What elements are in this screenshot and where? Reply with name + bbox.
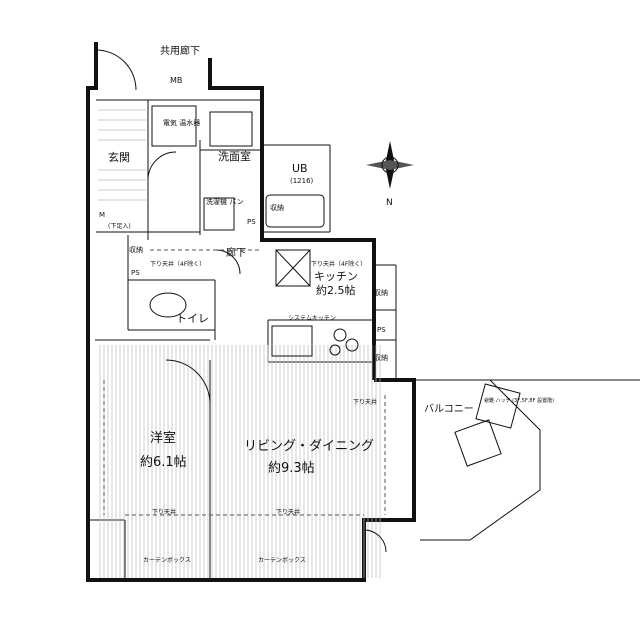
- fridge-space: [275, 249, 311, 287]
- doors: [95, 49, 387, 553]
- meter-label: M: [99, 211, 105, 219]
- toilet-label: トイレ: [176, 312, 209, 325]
- ceiling-4f-2: 下り天井（4F除く）: [311, 260, 366, 268]
- water-heater-box: [151, 105, 197, 147]
- hall-door-swing: [215, 249, 241, 275]
- storage-hall: 収納: [129, 245, 143, 254]
- ub-size-label: (1216): [290, 177, 314, 185]
- escape-hatch: [475, 383, 521, 429]
- western-size-label: 約6.1帖: [140, 455, 187, 470]
- corridor-label: 共用廊下: [160, 44, 200, 57]
- entrance-label: 玄関: [108, 150, 130, 164]
- western-room-label: 洋室: [150, 430, 176, 446]
- curtain-box-1: カーテンボックス: [143, 556, 191, 564]
- washroom-door-swing: [147, 151, 177, 181]
- kitchen-size-label: 約2.5帖: [316, 283, 356, 297]
- evac-ladder: [454, 419, 502, 467]
- fixtures: [149, 105, 359, 357]
- compass-n-label: N: [386, 198, 393, 208]
- entry-door-swing: [95, 49, 137, 91]
- curtain-box-2: カーテンボックス: [258, 556, 306, 564]
- ceiling-4f-1: 下り天井（4F除く）: [150, 260, 205, 268]
- ps-1: PS: [247, 218, 256, 226]
- washroom-label: 洗面室: [218, 149, 251, 163]
- ceiling-living: 下り天井: [276, 508, 300, 516]
- living-door-swing: [363, 529, 387, 553]
- stove-burner-3: [329, 344, 341, 356]
- kitchen-label: キッチン: [314, 270, 358, 283]
- balcony-area: [454, 383, 521, 467]
- outer-walls: [86, 42, 640, 582]
- living-size-label: 約9.3帖: [268, 461, 315, 476]
- living-label: リビング・ダイニング: [244, 439, 374, 454]
- washing-pan-label: 洗濯機 パン: [206, 197, 244, 206]
- system-kitchen-label: システムキッチン: [288, 315, 336, 322]
- interior-walls: [90, 99, 397, 580]
- ps-2: PS: [131, 269, 140, 277]
- shoe-label: (下足入): [108, 223, 131, 230]
- storage-kitchen-1: 収納: [374, 288, 388, 297]
- compass-icon: [366, 141, 414, 189]
- stove-burner-1: [333, 328, 347, 342]
- hatch-label: 避難 ハッチ (3F,5F,8F 設置階): [484, 397, 554, 404]
- mb-label: MB: [170, 76, 182, 85]
- ceiling-western: 下り天井: [152, 508, 176, 516]
- washbasin: [209, 111, 253, 147]
- western-door-swing: [165, 359, 211, 405]
- floor-hatching: [99, 345, 381, 578]
- stove-burner-2: [345, 338, 359, 352]
- bathtub: [265, 194, 325, 228]
- ub-label: UB: [292, 162, 308, 175]
- entrance-hatching: [98, 109, 146, 201]
- balcony-label: バルコニー: [424, 403, 474, 415]
- ps-3: PS: [377, 326, 386, 334]
- washing-pan-box: [203, 197, 235, 231]
- sink: [271, 325, 313, 357]
- toilet-bowl: [149, 292, 187, 318]
- ceiling-lines: [103, 249, 386, 516]
- storage-kitchen-2: 収納: [374, 353, 388, 362]
- water-heater-label: 電気 温水器: [163, 118, 200, 127]
- hall-label: 廊下: [226, 246, 246, 259]
- storage-ub: 収納: [270, 203, 284, 212]
- ceiling-side: 下り天井: [353, 398, 377, 406]
